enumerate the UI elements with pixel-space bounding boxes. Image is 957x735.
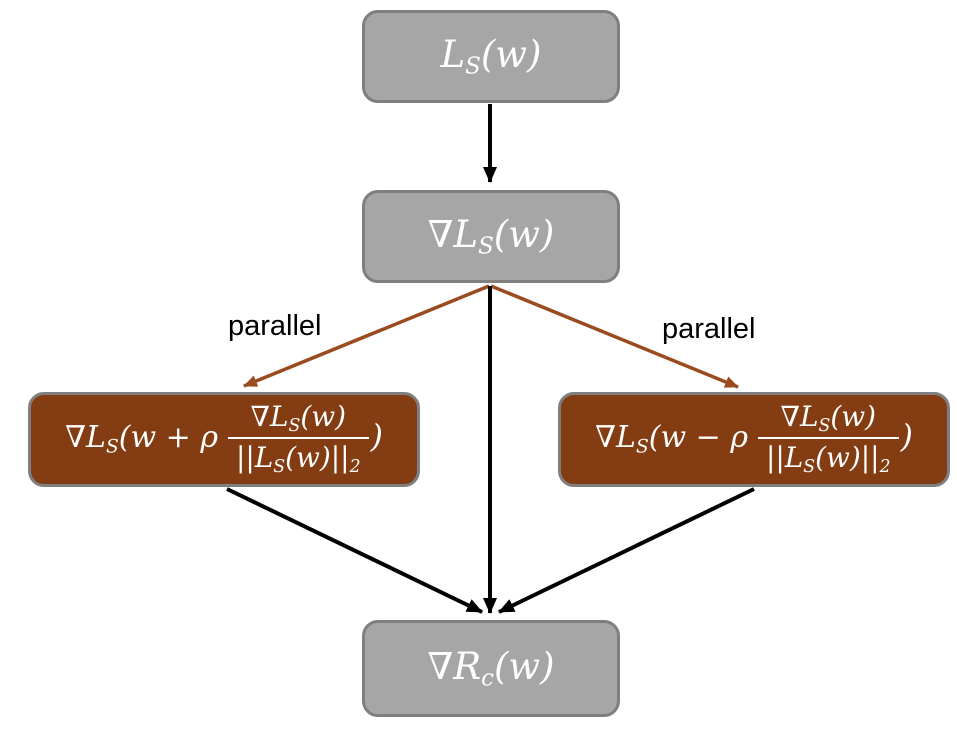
node-grad-rc-formula: ∇Rc(w) bbox=[427, 645, 555, 692]
node-grad-loss: ∇LS(w) bbox=[362, 190, 620, 283]
edge-gradloss-to-gradplus bbox=[243, 284, 490, 388]
fraction: ∇LS(w)||LS(w)||2 bbox=[757, 400, 899, 478]
parallel-label-right: parallel bbox=[662, 313, 756, 345]
edge-gradloss-to-gradminus bbox=[490, 284, 739, 389]
fraction-denominator: ||LS(w)||2 bbox=[227, 437, 369, 478]
node-grad-plus-formula: ∇LS(w + ρ∇LS(w)||LS(w)||2) bbox=[65, 400, 383, 478]
node-grad-loss-formula: ∇LS(w) bbox=[427, 213, 555, 260]
fraction: ∇LS(w)||LS(w)||2 bbox=[227, 400, 369, 478]
fraction-numerator: ∇LS(w) bbox=[780, 400, 877, 437]
node-loss: LS(w) bbox=[362, 10, 620, 103]
node-grad-minus-formula: ∇LS(w − ρ∇LS(w)||LS(w)||2) bbox=[595, 400, 913, 478]
node-grad-rc: ∇Rc(w) bbox=[362, 620, 620, 717]
fraction-numerator: ∇LS(w) bbox=[250, 400, 347, 437]
edge-gradminus-to-gradrc bbox=[498, 487, 755, 614]
edge-gradplus-to-gradrc bbox=[226, 487, 483, 614]
fraction-denominator: ||LS(w)||2 bbox=[757, 437, 899, 478]
node-loss-formula: LS(w) bbox=[440, 33, 542, 80]
parallel-label-left: parallel bbox=[228, 310, 322, 342]
node-grad-perturbed-plus: ∇LS(w + ρ∇LS(w)||LS(w)||2) bbox=[28, 392, 420, 487]
node-grad-perturbed-minus: ∇LS(w − ρ∇LS(w)||LS(w)||2) bbox=[558, 392, 950, 487]
